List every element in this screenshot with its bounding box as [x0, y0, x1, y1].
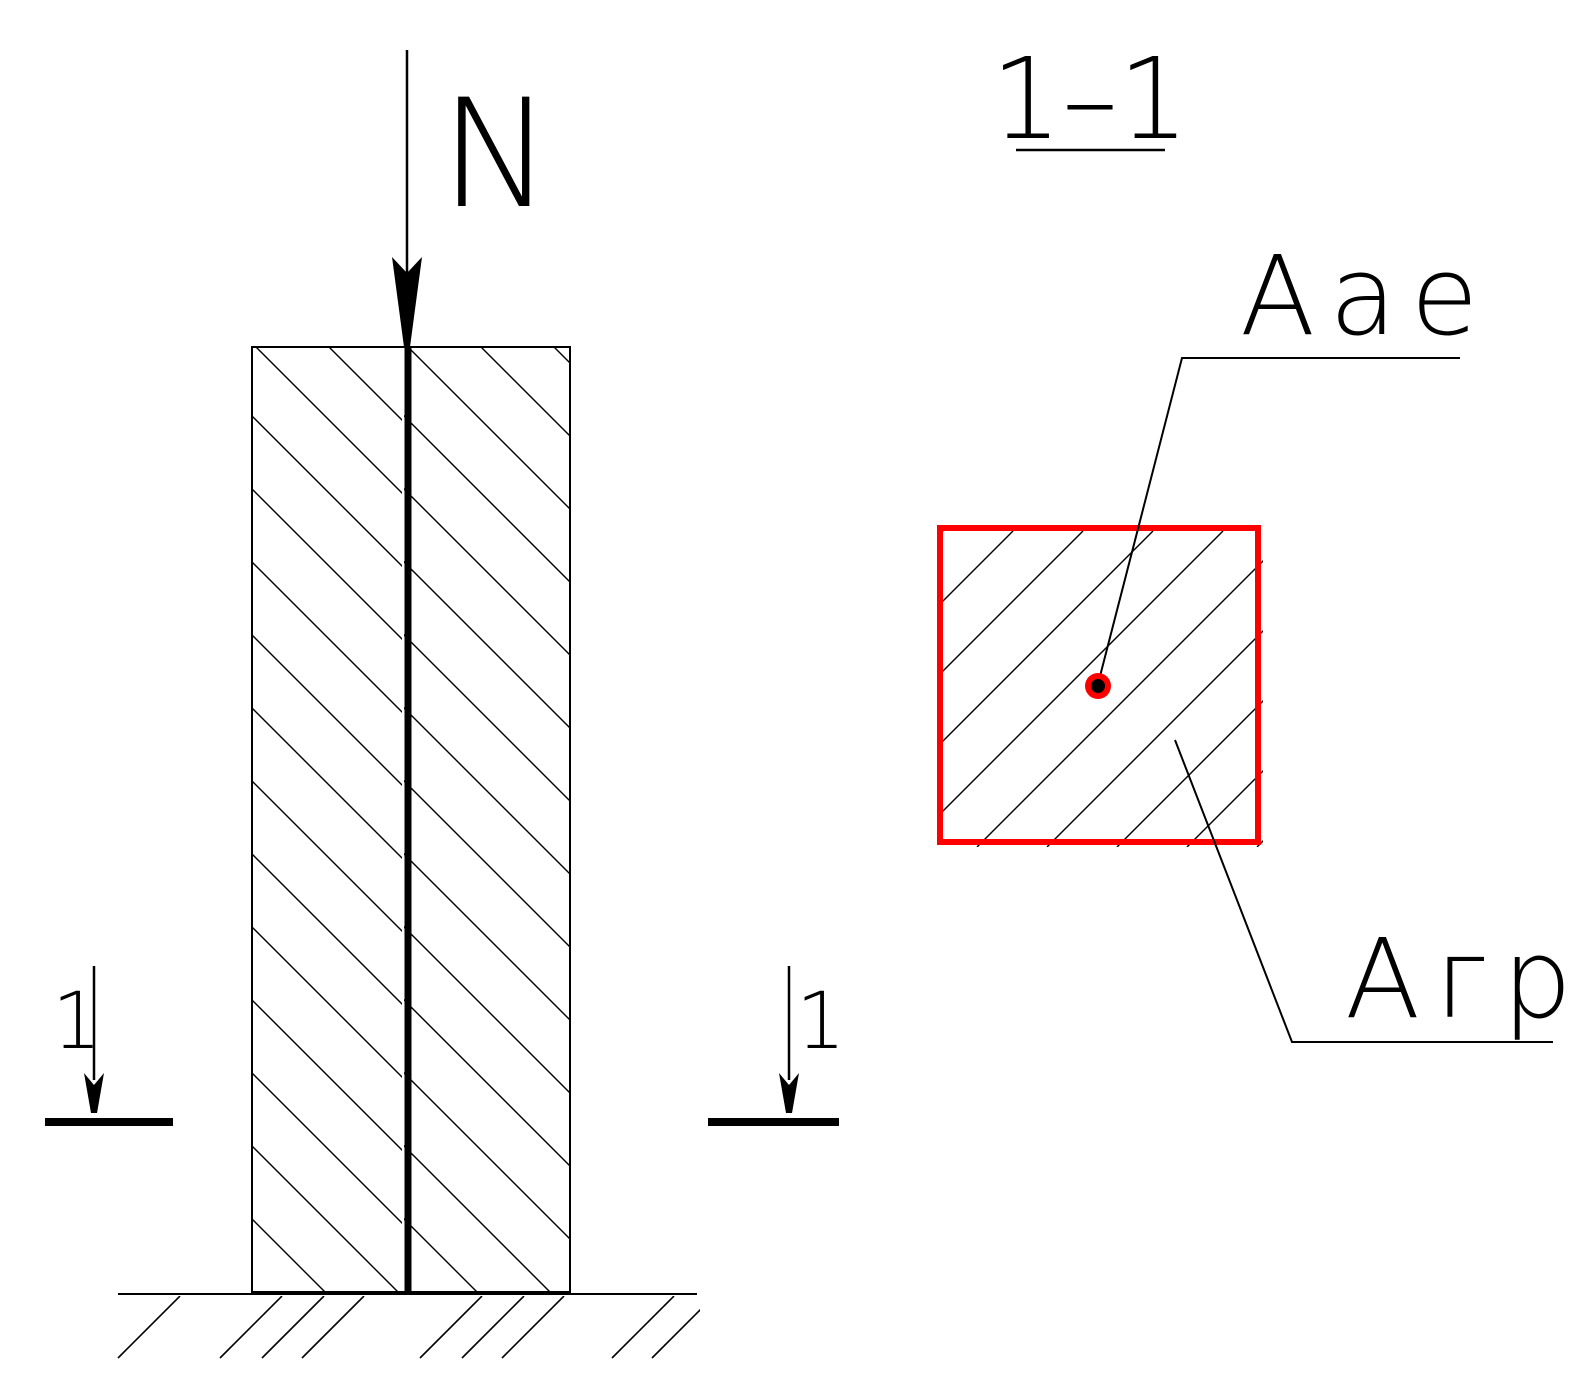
- column-hatch-left-line: [252, 1218, 326, 1292]
- section-mark-left: 1: [45, 966, 173, 1126]
- ground-base: [117, 1293, 700, 1359]
- section-hatch-line: [943, 531, 1224, 812]
- column-hatch-right-line: [404, 415, 570, 583]
- column-hatch-right-line: [404, 1291, 405, 1292]
- column-hatch-right-line: [404, 780, 570, 948]
- section-outline: [937, 525, 1261, 845]
- section-title: 1–1: [991, 35, 1190, 165]
- section-hatch-line: [943, 531, 1154, 742]
- ground-hatch-line: [301, 1296, 365, 1359]
- ground-hatch-line: [219, 1296, 283, 1359]
- section-hatch-line: [1186, 770, 1263, 847]
- section-hatch-line: [1046, 630, 1263, 847]
- column-hatch-left-line: [252, 780, 402, 932]
- column-hatch-left-line: [252, 488, 402, 640]
- column-hatch-right-line: [480, 347, 570, 437]
- column-hatch-left-line: [252, 1291, 253, 1292]
- column-hatch-left-line: [252, 634, 402, 786]
- force-label: N: [440, 68, 552, 242]
- column-hatch-left-line: [252, 926, 402, 1078]
- column-hatch-right-line: [407, 347, 570, 510]
- column-hatch-left-line: [252, 1072, 402, 1224]
- column-hatch-right-line: [404, 488, 570, 656]
- column-hatch-right-line: [404, 926, 570, 1094]
- local-area-leader: [1097, 357, 1460, 685]
- section-mark-right-label: 1: [796, 977, 846, 1067]
- column-hatch-right-line: [404, 707, 570, 875]
- section-hatch-line: [976, 560, 1263, 847]
- section-view: 1–1 Aаe Aгp: [937, 35, 1586, 1043]
- design-area-label: Aгp: [1345, 915, 1586, 1043]
- column-hatch-left-line: [252, 415, 402, 567]
- force-arrow-head: [392, 257, 422, 347]
- ground-hatch-line: [261, 1296, 325, 1359]
- section-hatch-line: [943, 531, 1014, 602]
- section-mark-left-arrowhead: [84, 1073, 104, 1113]
- column-hatch-right: [404, 347, 570, 1292]
- column-hatch-left-line: [252, 999, 402, 1151]
- column-hatch-left: [252, 347, 402, 1292]
- section-hatch-line: [943, 531, 944, 532]
- section-mark-right: 1: [708, 966, 846, 1126]
- column-hatch-left-line: [252, 853, 402, 1005]
- ground-hatch-line: [611, 1296, 675, 1359]
- ground-hatch-line: [461, 1296, 525, 1359]
- local-area-label: Aаe: [1240, 232, 1492, 360]
- column-hatch-left-line: [252, 1145, 399, 1292]
- column-hatch-left-line: [252, 561, 402, 713]
- ground-hatch-line: [501, 1296, 565, 1359]
- ground-hatch-line: [651, 1308, 700, 1359]
- section-hatch-line: [943, 531, 1084, 672]
- column-elevation: [251, 346, 571, 1294]
- section-hatch: [943, 531, 1263, 847]
- column-hatch-right-line: [404, 1145, 551, 1292]
- design-area-leader: [1174, 739, 1553, 1043]
- force-arrow-n: N: [392, 50, 552, 347]
- column-hatch-right-line: [404, 561, 570, 729]
- load-point-core: [1091, 679, 1105, 693]
- ground-hatch-line: [117, 1296, 181, 1359]
- column-hatch-right-line: [404, 1072, 570, 1240]
- column-hatch-left-line: [252, 707, 402, 859]
- ground-hatch-line: [419, 1296, 483, 1359]
- column-hatch-right-line: [404, 634, 570, 802]
- column-hatch-right-line: [404, 853, 570, 1021]
- column-hatch-right-line: [553, 347, 570, 364]
- column-hatch-right-line: [404, 999, 570, 1167]
- section-mark-left-label: 1: [52, 977, 102, 1067]
- column-hatch-left-line: [328, 347, 402, 421]
- section-hatch-line: [1116, 700, 1263, 847]
- section-mark-right-arrowhead: [779, 1073, 799, 1113]
- column-hatch-left-line: [255, 347, 402, 494]
- section-hatch-line: [1256, 840, 1263, 847]
- ground-hatch: [117, 1296, 700, 1359]
